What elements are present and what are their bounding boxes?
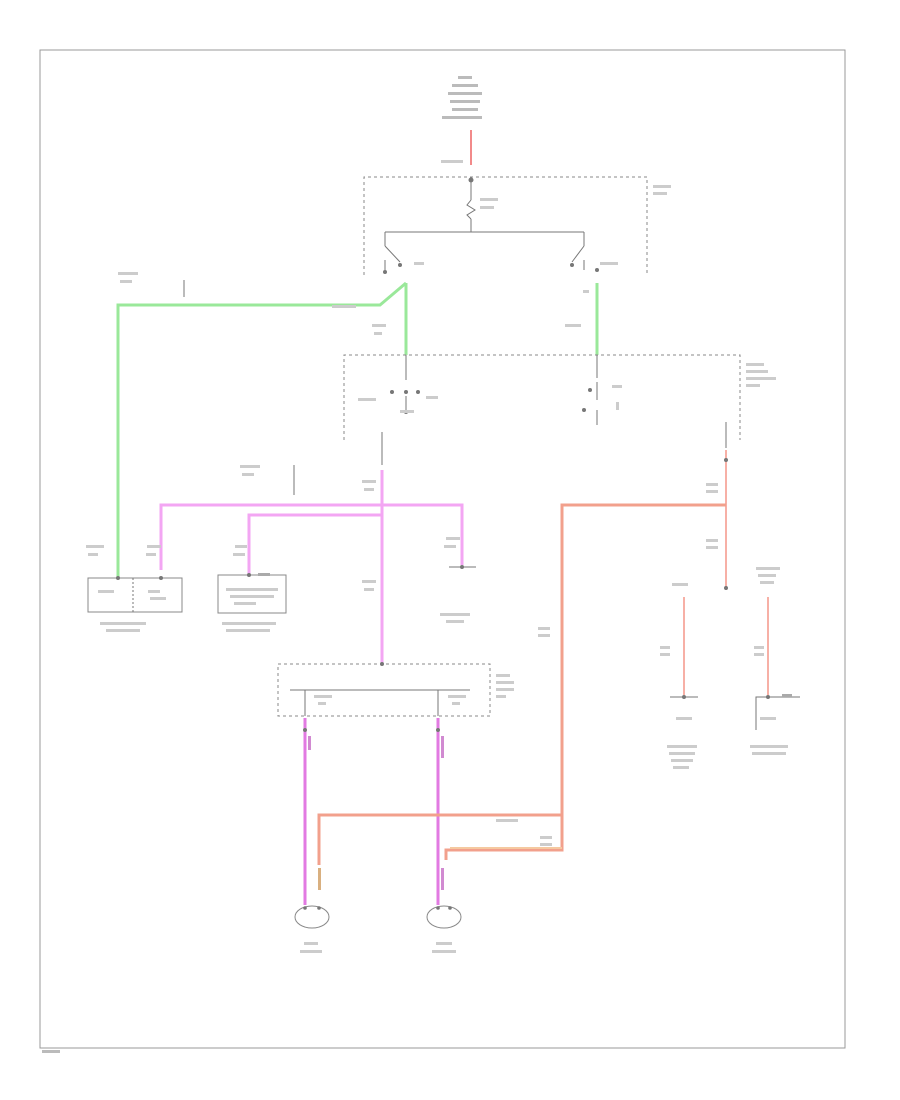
figure-id-mark [42, 1050, 60, 1053]
switch-icon [383, 232, 424, 274]
wire-label [538, 627, 550, 630]
illumination-module [217, 574, 287, 614]
relay-box-label [746, 363, 764, 366]
power-source-label [442, 76, 482, 119]
wire-red-cross [317, 813, 562, 865]
right-headlamp-label [436, 942, 452, 945]
switch-icon [570, 232, 618, 272]
instrument-lamp-switch [87, 577, 183, 613]
wire-label [446, 537, 460, 540]
relay-box [343, 354, 741, 440]
ground-icon [670, 695, 698, 720]
illumination-label [222, 622, 276, 625]
headlamp-icon [294, 905, 330, 929]
switch-icon [582, 355, 622, 425]
wire-label [240, 465, 260, 468]
headlamp-switch-box [363, 176, 648, 275]
module-label [756, 567, 780, 570]
headlamp-icon [426, 905, 462, 929]
ground-icon [755, 694, 800, 730]
wire-label [362, 480, 376, 483]
circuit-breaker-icon [466, 177, 498, 232]
wire-label [362, 580, 376, 583]
wire-green-left [116, 281, 407, 585]
wire-label [332, 305, 356, 308]
wire-red-main [444, 503, 726, 860]
wire-label [540, 836, 552, 839]
wire-label [372, 324, 386, 327]
wire-label [565, 324, 581, 327]
tail-lamp-label [440, 613, 470, 616]
wire-pink-branch [247, 513, 382, 575]
module-label [750, 745, 788, 748]
wire-label [496, 819, 518, 822]
wire-label [147, 545, 161, 548]
wire-label [235, 545, 247, 548]
wire-label [86, 545, 104, 548]
headlamp-switch-label [653, 185, 671, 188]
switch-icon [358, 355, 438, 414]
wire-label [706, 483, 718, 486]
left-headlamp-label [304, 942, 318, 945]
wire-label [118, 272, 138, 275]
diagram-frame [39, 49, 846, 1049]
feed-wire-label [441, 160, 463, 163]
wire-label [706, 539, 718, 542]
ground-label [672, 583, 688, 586]
instrument-lamp-label [100, 622, 146, 625]
ground-label [667, 745, 697, 748]
fuse-block-label [496, 674, 510, 677]
wire-pink-bus [159, 503, 464, 570]
